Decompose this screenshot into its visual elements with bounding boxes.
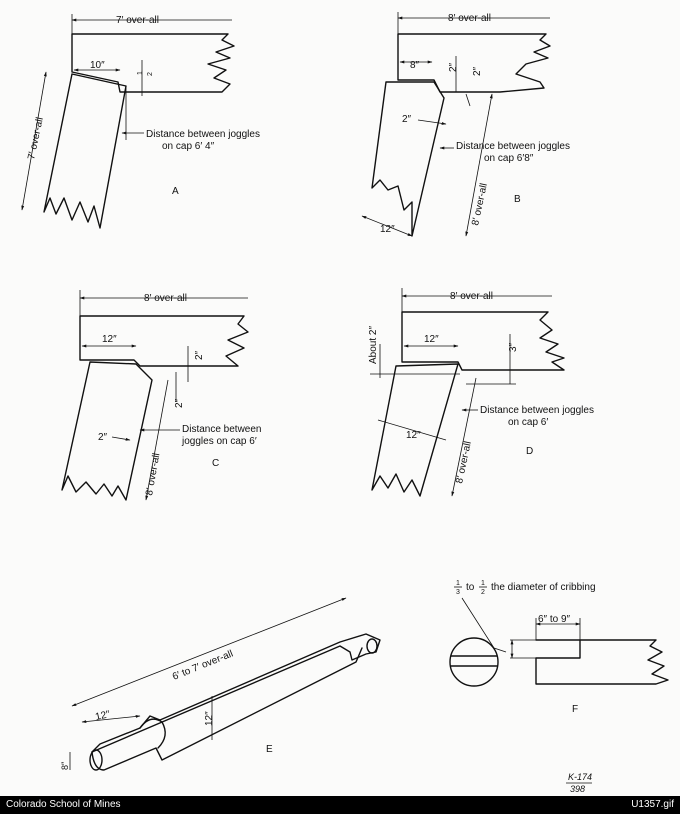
fig-d-note-line2: on cap 6′ [508,417,548,428]
fig-e-letter: E [266,744,273,755]
fig-a-note-line1: Distance between joggles [146,129,260,140]
drawing-sheet: 7′ over-all 10″ 1 2 7′ over-all Distance… [21,12,669,794]
fig-f-letter: F [572,704,578,715]
fig-d-depth-label: 3″ [508,342,519,352]
fig-a-side-dimension-line [21,71,47,211]
fig-e-notch-label: 8″ [60,761,70,770]
catalog-mark: K-174 398 [566,772,592,794]
fig-c-post-depth-label: 2″ [98,432,108,443]
fig-b-letter: B [514,194,521,205]
fig-a-overall-side-label: 7′ over-all [26,116,46,160]
fig-b-width-label: 12″ [380,224,395,235]
fig-c-post-depth-line [111,436,131,441]
fig-b-note-line1: Distance between joggles [456,141,570,152]
fig-d-cap [401,311,565,371]
fig-a-letter: A [172,186,179,197]
fig-a-depth-whole: 1 [137,71,144,75]
fig-c-side-dimension-line [145,379,169,501]
fig-b-post [371,81,445,237]
figure-e: 6′ to 7′ over-all 12″ 12″ 8″ E [60,597,381,771]
fig-e-log-underside [91,647,363,771]
fig-c-letter: C [212,458,219,469]
fig-c-overall-side-label: 8′ over-all [144,452,162,496]
fig-b-width-dimension-line [361,215,413,237]
fig-c-overall-top-label: 8′ over-all [144,293,187,304]
fig-b-joggle-label: 8″ [410,60,420,71]
fig-f-frac1-num: 1 [456,580,460,587]
fig-d-note-line1: Distance between joggles [480,405,594,416]
fig-c-note-line1: Distance between [182,424,262,435]
fig-e-overall-dimension-line [71,597,347,707]
fig-b-overall-side-label: 8′ over-all [470,182,490,226]
fig-a-cap [71,33,235,93]
fig-b-overall-top-label: 8′ over-all [448,13,491,24]
fig-c-joggle-label: 12″ [102,334,117,345]
figure-d: 8′ over-all 12″ About 2″ 3″ Distance bet… [368,288,594,497]
fig-f-frac2-num: 1 [481,580,485,587]
fig-f-frac1-den: 3 [456,589,460,596]
fig-e-end-cap [89,749,103,771]
fig-e-end-dimension-line [81,715,141,723]
fig-c-post [61,361,153,501]
fig-e-end-label: 12″ [94,709,111,723]
footer-bar: Colorado School of Mines U1357.gif [0,796,680,814]
fig-a-note-line2: on cap 6′ 4″ [162,141,215,152]
joggle-diagram: 7′ over-all 10″ 1 2 7′ over-all Distance… [21,12,669,794]
fig-b-depth-tick [465,93,471,107]
fig-f-leader [461,597,507,653]
fig-a-post [43,73,127,229]
fig-f-length-label: 6″ to 9″ [538,614,571,625]
fig-d-overall-top-label: 8′ over-all [450,291,493,302]
fig-d-overall-side-label: 8′ over-all [454,440,474,484]
fig-d-width-label: 12″ [406,430,421,441]
fig-d-letter: D [526,446,533,457]
fig-b-post-depth-label: 2″ [402,114,412,125]
fig-c-cap [79,315,249,367]
fig-f-side-view [535,639,669,685]
figure-c: 8′ over-all 12″ 2″ 2″ 2″ Distance betwee… [61,290,262,501]
fig-d-post [371,363,459,497]
fig-c-note-line2: joggles on cap 6′ [181,436,257,447]
fig-a-overall-top-label: 7′ over-all [116,15,159,26]
fig-b-depth-a: 2″ [448,62,459,72]
fig-b-depth-b: 2″ [472,66,483,76]
fig-e-log-top [91,633,381,753]
fig-d-joggle-label: 12″ [424,334,439,345]
fig-e-overall-label: 6′ to 7′ over-all [171,648,235,682]
fig-a-joggle-label: 10″ [90,60,105,71]
fig-b-cap [397,33,551,93]
fig-f-to: to [466,582,475,593]
fig-e-diameter-label: 12″ [204,711,215,726]
fig-e-tenon-end [366,638,378,654]
fig-e-notch [139,718,166,749]
catalog-mark-top: K-174 [568,772,592,782]
fig-d-width-line [377,419,447,441]
fig-f-frac2-den: 2 [481,589,485,596]
fig-f-note: the diameter of cribbing [491,582,596,593]
fig-b-side-dimension-line [465,93,493,237]
footer-source: Colorado School of Mines [6,799,121,810]
fig-a-depth-frac: 2 [147,72,154,76]
figure-f: 1 3 to 1 2 the diameter of cribbing 6″ t… [449,580,669,715]
footer-filename: U1357.gif [631,799,674,810]
catalog-mark-bottom: 398 [570,784,585,794]
fig-b-note-line2: on cap 6′8″ [484,153,534,164]
fig-f-cross-section [449,637,499,687]
fig-d-about-label: About 2″ [368,326,379,364]
figure-b: 8′ over-all 8″ 2″ 2″ 2″ Distance between… [361,12,570,237]
figure-a: 7′ over-all 10″ 1 2 7′ over-all Distance… [21,14,260,229]
fig-c-depth-a: 2″ [194,350,205,360]
fig-d-side-dimension-line [451,377,477,497]
fig-b-post-depth-line [417,119,447,125]
fig-c-depth-b: 2″ [174,398,185,408]
